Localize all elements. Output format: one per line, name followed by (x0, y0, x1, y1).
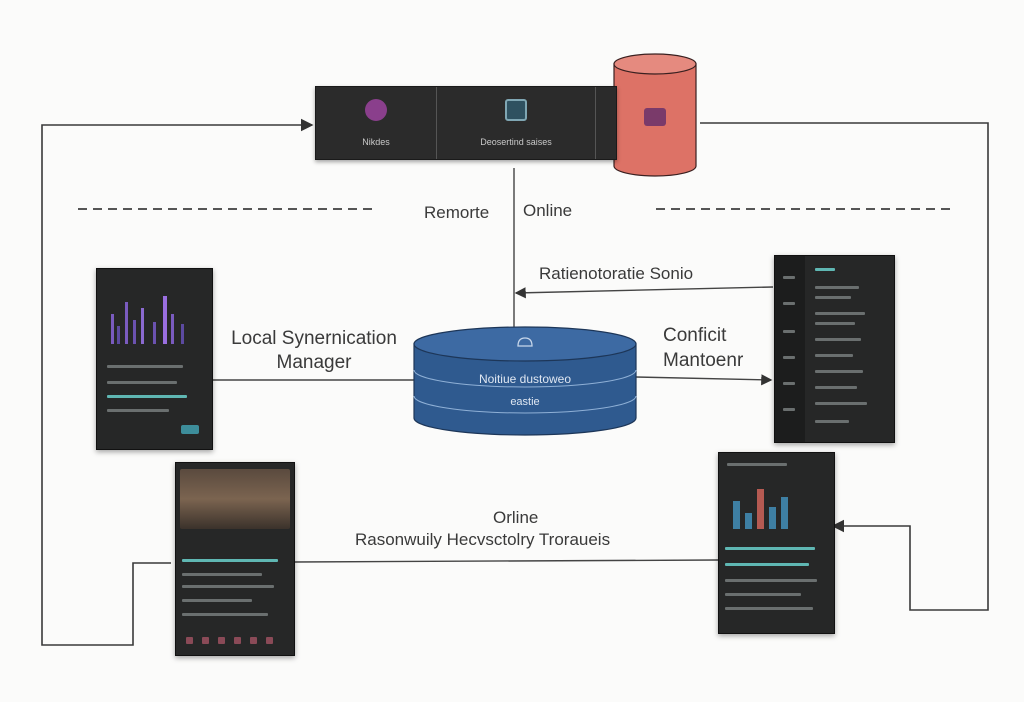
central-db-label-2: eastie (510, 396, 540, 408)
online-bottom-label: Orline (493, 508, 539, 527)
responsive-transfers-label: Rasonwuily Hecvsctolry Troraueis (355, 530, 611, 549)
central-database (413, 326, 637, 436)
remote-database (613, 53, 697, 177)
right-loop-arrow (700, 122, 989, 611)
server-icon (365, 99, 387, 121)
panel-action-button (181, 425, 199, 434)
bottom-link-line (293, 559, 719, 563)
online-top-label: Online (523, 201, 573, 220)
server-segment-2: Deosertind saises (437, 87, 596, 159)
local-sync-manager-label: Local Synernication Manager (231, 328, 397, 373)
left-loop-arrow (41, 118, 314, 646)
central-db-label-1: Noitiue dustoweo (478, 372, 572, 386)
landscape-image (180, 469, 290, 529)
server-segment-1-label: Nikdes (362, 137, 390, 147)
remote-label: Remorte (424, 203, 490, 222)
conflict-arrow (635, 374, 773, 386)
lock-icon (644, 108, 666, 126)
resolution-arrow (514, 286, 774, 299)
server-segment-1: Nikdes (316, 87, 437, 159)
chip-icon (505, 99, 527, 121)
server-rack-bar: Nikdes Deosertind saises (315, 86, 617, 160)
local-device-panel (175, 462, 295, 656)
resolution-service-label: Ratienotoratie Sonio (539, 264, 694, 283)
cloud-icon (517, 337, 533, 347)
remote-chart-panel (718, 452, 835, 634)
server-segment-2-label: Deosertind saises (480, 137, 552, 147)
local-chart-panel (96, 268, 213, 450)
conflict-manager-panel (774, 255, 895, 443)
conflict-manager-label: Conficit Mantoenr (663, 325, 744, 371)
